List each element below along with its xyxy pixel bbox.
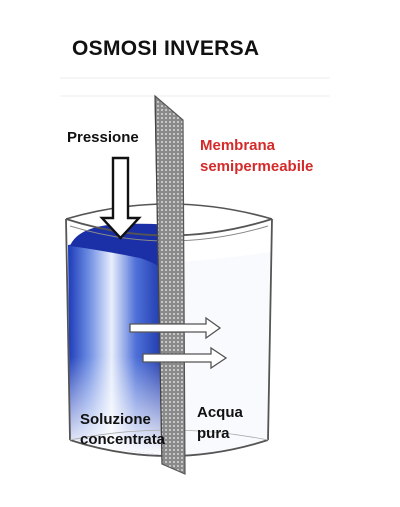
- solution-label: Soluzione concentrata: [80, 410, 165, 450]
- membrane-label-line-2: semipermeabile: [200, 158, 314, 175]
- background-guides: [60, 77, 330, 97]
- solution-label-line-1: Soluzione: [80, 411, 151, 428]
- pure-water: [180, 252, 270, 456]
- pressure-label: Pressione: [67, 129, 139, 146]
- beaker-right-wall: [267, 218, 273, 441]
- beaker-left-wall: [65, 218, 71, 441]
- right-arrow-icon: [129, 316, 228, 370]
- membrane-label-line-1: Membrana: [200, 137, 276, 154]
- membrane: [154, 94, 186, 475]
- solution-label-line-2: concentrata: [80, 431, 166, 448]
- membrane-label: Membrana semipermeabile: [200, 135, 313, 177]
- water-label-line-2: pura: [197, 425, 230, 442]
- concentrated-solution-fade: [68, 236, 165, 455]
- water-label: Acqua pura: [197, 402, 243, 444]
- diagram-title: OSMOSI INVERSA: [72, 37, 260, 60]
- down-arrow-icon: [99, 156, 142, 240]
- water-label-line-1: Acqua: [197, 404, 243, 421]
- flow-arrow-lower: [142, 346, 228, 370]
- flow-arrow-upper: [129, 316, 222, 340]
